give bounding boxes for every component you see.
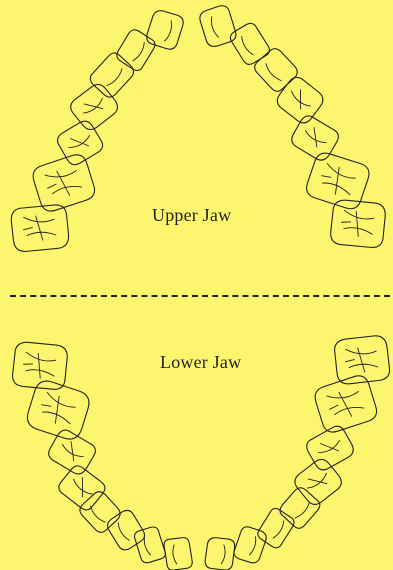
tooth-groove	[264, 64, 281, 83]
tooth-outline	[312, 373, 380, 435]
upper-tooth-premolar	[54, 118, 105, 168]
tooth-groove	[22, 214, 56, 242]
tooth-groove	[209, 17, 218, 38]
tooth-outline	[163, 537, 193, 570]
tooth-groove	[221, 545, 226, 564]
upper-tooth-incisor	[114, 27, 158, 73]
tooth-outline	[87, 50, 137, 100]
tooth-outline	[277, 485, 323, 531]
tooth-groove	[165, 21, 174, 42]
tooth-groove	[68, 474, 96, 501]
tooth-groove	[172, 545, 177, 564]
tooth-groove	[303, 468, 331, 495]
lower-tooth-incisor	[255, 506, 296, 550]
tooth-groove	[43, 165, 83, 201]
tooth-outline	[334, 335, 391, 385]
tooth-outline	[232, 525, 268, 565]
tooth-groove	[301, 125, 329, 150]
tooth-outline	[133, 525, 167, 565]
tooth-groove	[295, 502, 311, 520]
tooth-groove	[79, 93, 107, 120]
tooth-groove	[116, 523, 129, 542]
upper-tooth-incisor	[145, 8, 186, 51]
tooth-outline	[252, 45, 301, 94]
tooth-groove	[273, 521, 286, 540]
upper-jaw-label: Upper Jaw	[152, 205, 231, 226]
upper-tooth-molar	[30, 152, 98, 214]
tooth-outline	[145, 8, 186, 51]
tooth-groove	[344, 346, 378, 374]
tooth-groove	[133, 42, 147, 62]
lower-tooth-incisor	[163, 537, 193, 570]
lower-tooth-molar	[312, 373, 380, 435]
upper-tooth-premolar	[273, 74, 326, 127]
lower-jaw-label: Lower Jaw	[160, 352, 241, 373]
lower-tooth-canine	[277, 485, 323, 531]
tooth-outline	[30, 152, 98, 214]
tooth-groove	[315, 435, 343, 460]
lower-tooth-incisor	[204, 536, 236, 570]
tooth-groove	[58, 439, 86, 464]
tooth-outline	[77, 489, 124, 536]
jaw-divider	[10, 295, 390, 297]
upper-tooth-canine	[252, 45, 301, 94]
tooth-outline	[204, 536, 236, 570]
tooth-groove	[65, 130, 93, 155]
lower-tooth-incisor	[133, 525, 167, 565]
tooth-groove	[340, 210, 374, 238]
upper-tooth-molar	[10, 203, 70, 252]
tooth-groove	[107, 69, 124, 88]
tooth-groove	[317, 163, 357, 199]
tooth-groove	[250, 537, 258, 556]
tooth-groove	[239, 36, 253, 56]
upper-tooth-canine	[87, 50, 137, 100]
tooth-outline	[288, 113, 341, 163]
lower-tooth-canine	[77, 489, 124, 536]
tooth-groove	[89, 506, 105, 524]
tooth-groove	[22, 352, 56, 380]
tooth-groove	[325, 386, 365, 422]
tooth-outline	[255, 506, 296, 550]
upper-tooth-premolar	[288, 113, 341, 163]
tooth-outline	[10, 203, 70, 252]
lower-tooth-incisor	[232, 525, 268, 565]
tooth-outline	[114, 27, 158, 73]
tooth-groove	[286, 86, 314, 113]
tooth-groove	[37, 392, 77, 428]
lower-tooth-molar	[334, 335, 391, 385]
